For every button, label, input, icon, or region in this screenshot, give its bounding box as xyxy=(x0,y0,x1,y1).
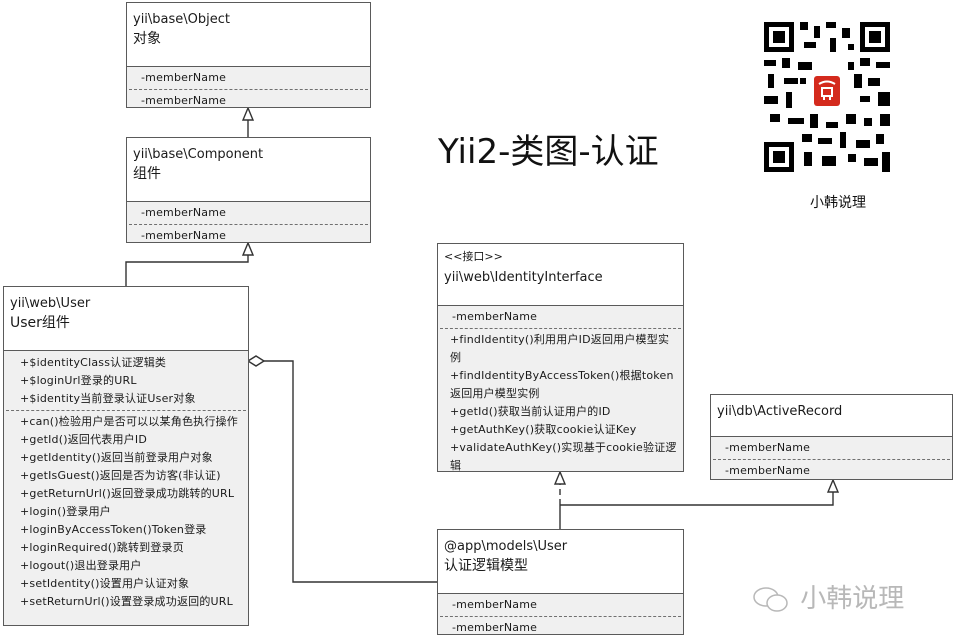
class-object[interactable]: yii\base\Object 对象 -memberName -memberNa… xyxy=(126,2,371,108)
class-subtitle: 组件 xyxy=(133,166,161,182)
attribute: -memberName xyxy=(452,598,538,611)
class-component[interactable]: yii\base\Component 组件 -memberName -membe… xyxy=(126,137,371,243)
operation: -memberName xyxy=(452,621,538,634)
qr-label: 小韩说理 xyxy=(810,195,866,211)
class-name: @app\models\User xyxy=(444,539,568,554)
operation: +getId()返回代表用户ID xyxy=(20,433,148,446)
attribute: +$loginUrl登录的URL xyxy=(20,374,137,387)
class-name: yii\base\Object xyxy=(133,12,231,27)
operation: +loginByAccessToken()Token登录 xyxy=(20,523,207,536)
operation: +setReturnUrl()设置登录成功返回的URL xyxy=(20,595,233,608)
attribute: +$identity当前登录认证User对象 xyxy=(20,392,196,405)
watermark-text: 小韩说理 xyxy=(800,584,905,614)
class-name: yii\web\User xyxy=(10,296,91,311)
class-name: yii\db\ActiveRecord xyxy=(717,404,843,419)
operation: +findIdentityByAccessToken()根据token返回用户模… xyxy=(450,369,674,400)
operation: +setIdentity()设置用户认证对象 xyxy=(20,577,190,590)
operation: +getReturnUrl()返回登录成功跳转的URL xyxy=(20,487,235,500)
class-subtitle: 认证逻辑模型 xyxy=(444,558,528,574)
operation: +logout()退出登录用户 xyxy=(20,559,142,572)
diagram-title: Yii2-类图-认证 xyxy=(438,132,659,172)
operation: +getIsGuest()返回是否为访客(非认证) xyxy=(20,469,221,482)
class-subtitle: 对象 xyxy=(133,31,161,47)
operation: +findIdentity()利用用户ID返回用户模型实例 xyxy=(450,333,670,364)
operation: +validateAuthKey()实现基于cookie验证逻辑 xyxy=(450,441,677,472)
attribute: -memberName xyxy=(452,310,538,323)
class-app-user[interactable]: @app\models\User 认证逻辑模型 -memberName -mem… xyxy=(437,529,684,635)
class-name: yii\base\Component xyxy=(133,147,264,162)
attribute: -memberName xyxy=(141,71,227,84)
qr-code-icon xyxy=(764,22,890,172)
attribute: -memberName xyxy=(725,441,811,454)
operation: -memberName xyxy=(141,94,227,107)
interface-identity[interactable]: <<接口>> yii\web\IdentityInterface -member… xyxy=(437,243,684,472)
class-subtitle: User组件 xyxy=(10,315,70,331)
operation: +getIdentity()返回当前登录用户对象 xyxy=(20,451,213,464)
class-web-user[interactable]: yii\web\User User组件 +$identityClass认证逻辑类… xyxy=(3,286,249,626)
watermark: 小韩说理 xyxy=(752,578,904,615)
operation: +can()检验用户是否可以以某角色执行操作 xyxy=(20,415,238,428)
operation: +login()登录用户 xyxy=(20,505,111,518)
operation: +loginRequired()跳转到登录页 xyxy=(20,541,184,554)
class-active-record[interactable]: yii\db\ActiveRecord -memberName -memberN… xyxy=(710,394,953,480)
class-name: yii\web\IdentityInterface xyxy=(444,270,603,285)
attribute: -memberName xyxy=(141,206,227,219)
operation: -memberName xyxy=(141,229,227,242)
stereotype: <<接口>> xyxy=(444,250,503,263)
attribute: +$identityClass认证逻辑类 xyxy=(20,356,167,369)
wechat-icon xyxy=(753,586,788,612)
operation: +getId()获取当前认证用户的ID xyxy=(450,405,611,418)
operation: -memberName xyxy=(725,464,811,477)
operation: +getAuthKey()获取cookie认证Key xyxy=(450,423,637,436)
